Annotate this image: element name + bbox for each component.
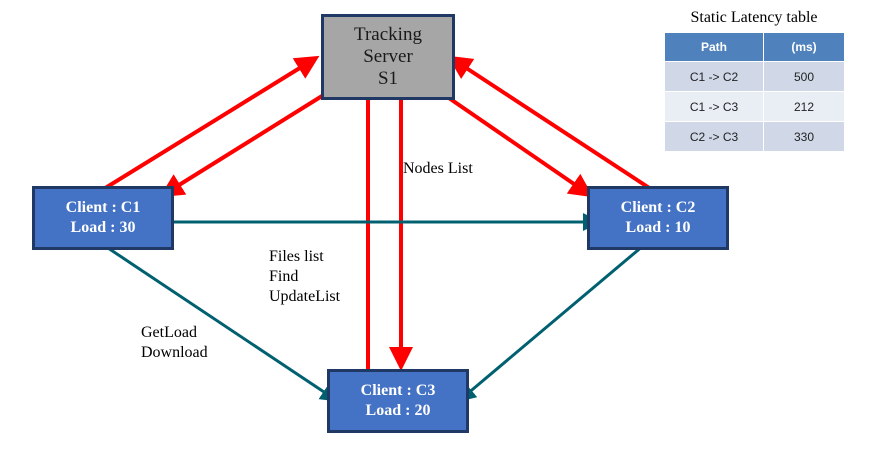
client-name: Client : C2 [620, 199, 696, 216]
client-load: Load : 30 [70, 219, 136, 236]
files-label-group: Files list Find UpdateList [269, 247, 340, 307]
cell-path: C2 -> C3 [664, 121, 764, 152]
arrow-c2-to-s1 [447, 55, 662, 197]
tracking-server-node: Tracking Server S1 [321, 14, 455, 100]
updatelist-label: UpdateList [269, 288, 341, 305]
client-node-c1: Client : C1 Load : 30 [32, 186, 174, 250]
client-name: Client : C3 [360, 382, 436, 399]
server-label-line1: Tracking [354, 24, 422, 45]
latency-table: Path (ms) C1 -> C2 500 C1 -> C3 212 C2 -… [664, 32, 845, 152]
server-label-line2: Server [363, 46, 413, 67]
latency-table-title: Static Latency table [690, 9, 818, 26]
find-label: Find [269, 268, 299, 285]
cell-ms: 330 [763, 121, 845, 152]
arrow-c1-to-s1 [92, 55, 320, 197]
header-ms: (ms) [763, 32, 845, 62]
table-row: C1 -> C3 212 [664, 91, 845, 122]
cell-path: C1 -> C3 [664, 91, 764, 122]
client-load: Load : 20 [365, 402, 431, 419]
nodes-list-label: Nodes List [403, 160, 473, 177]
cell-path: C1 -> C2 [664, 61, 764, 92]
getload-label: GetLoad [141, 324, 197, 341]
client-node-c3: Client : C3 Load : 20 [327, 369, 469, 433]
table-row: C2 -> C3 330 [664, 121, 845, 152]
table-row: C1 -> C2 500 [664, 61, 845, 92]
arrow-s1-to-c1 [159, 94, 324, 198]
server-label-line3: S1 [377, 68, 399, 89]
download-label: Download [141, 344, 208, 361]
header-path: Path [664, 32, 764, 62]
client-name: Client : C1 [65, 199, 141, 216]
cell-ms: 212 [763, 91, 845, 122]
arrow-c1-c3 [78, 224, 339, 402]
cell-ms: 500 [763, 61, 845, 92]
client-load: Load : 10 [625, 219, 691, 236]
files-list-label: Files list [269, 248, 324, 265]
getload-label-group: GetLoad Download [141, 323, 208, 363]
arrow-c2-c3 [457, 223, 668, 402]
client-node-c2: Client : C2 Load : 10 [587, 186, 729, 250]
arrow-s1-to-c2 [444, 94, 594, 198]
latency-table-header: Path (ms) [664, 32, 845, 62]
